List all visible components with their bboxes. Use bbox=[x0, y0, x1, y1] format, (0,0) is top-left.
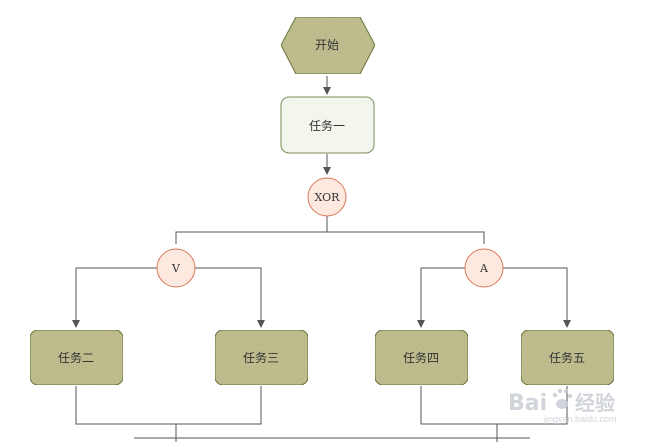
watermark-brand: Bai bbox=[508, 391, 547, 416]
task3-label: 任务三 bbox=[243, 350, 279, 365]
start-label: 开始 bbox=[315, 38, 339, 52]
start-hexagon bbox=[280, 16, 376, 75]
edge-and-task4 bbox=[417, 267, 465, 328]
watermark-url: jingyan.baidu.com bbox=[543, 414, 617, 424]
edge-xor-split-right bbox=[327, 231, 485, 244]
edge-or-task3 bbox=[195, 267, 265, 328]
task3-node[interactable]: 任务三 bbox=[214, 329, 309, 386]
task2-box bbox=[29, 329, 124, 386]
task4-label: 任务四 bbox=[403, 350, 439, 365]
xor-circle bbox=[307, 177, 347, 217]
and-circle bbox=[464, 248, 504, 288]
edge-and-task5 bbox=[503, 267, 571, 328]
task4-box bbox=[374, 329, 469, 386]
task5-label: 任务五 bbox=[549, 350, 585, 365]
task2-label: 任务二 bbox=[58, 350, 94, 365]
task3-box bbox=[214, 329, 309, 386]
and-label: A bbox=[479, 262, 489, 275]
watermark-product: 经验 bbox=[575, 391, 615, 415]
edge-task2-3-join bbox=[75, 386, 262, 425]
and-gateway[interactable]: A bbox=[464, 248, 504, 288]
or-label: V bbox=[171, 262, 181, 275]
xor-gateway[interactable]: XOR bbox=[307, 177, 347, 217]
task5-box bbox=[520, 329, 615, 386]
paw-icon bbox=[552, 388, 573, 409]
start-node[interactable]: 开始 bbox=[280, 16, 376, 75]
task5-node[interactable]: 任务五 bbox=[520, 329, 615, 386]
or-gateway[interactable]: V bbox=[156, 248, 196, 288]
or-circle bbox=[156, 248, 196, 288]
watermark: Bai 经验 jingyan.baidu.com bbox=[508, 388, 617, 424]
task1-box bbox=[280, 96, 375, 154]
task2-node[interactable]: 任务二 bbox=[29, 329, 124, 386]
task4-node[interactable]: 任务四 bbox=[374, 329, 469, 386]
task1-label: 任务一 bbox=[309, 118, 345, 133]
edge-or-task2 bbox=[72, 267, 157, 328]
xor-label: XOR bbox=[315, 191, 341, 204]
task1-node[interactable]: 任务一 bbox=[280, 96, 375, 154]
edge-xor-split bbox=[175, 216, 328, 244]
